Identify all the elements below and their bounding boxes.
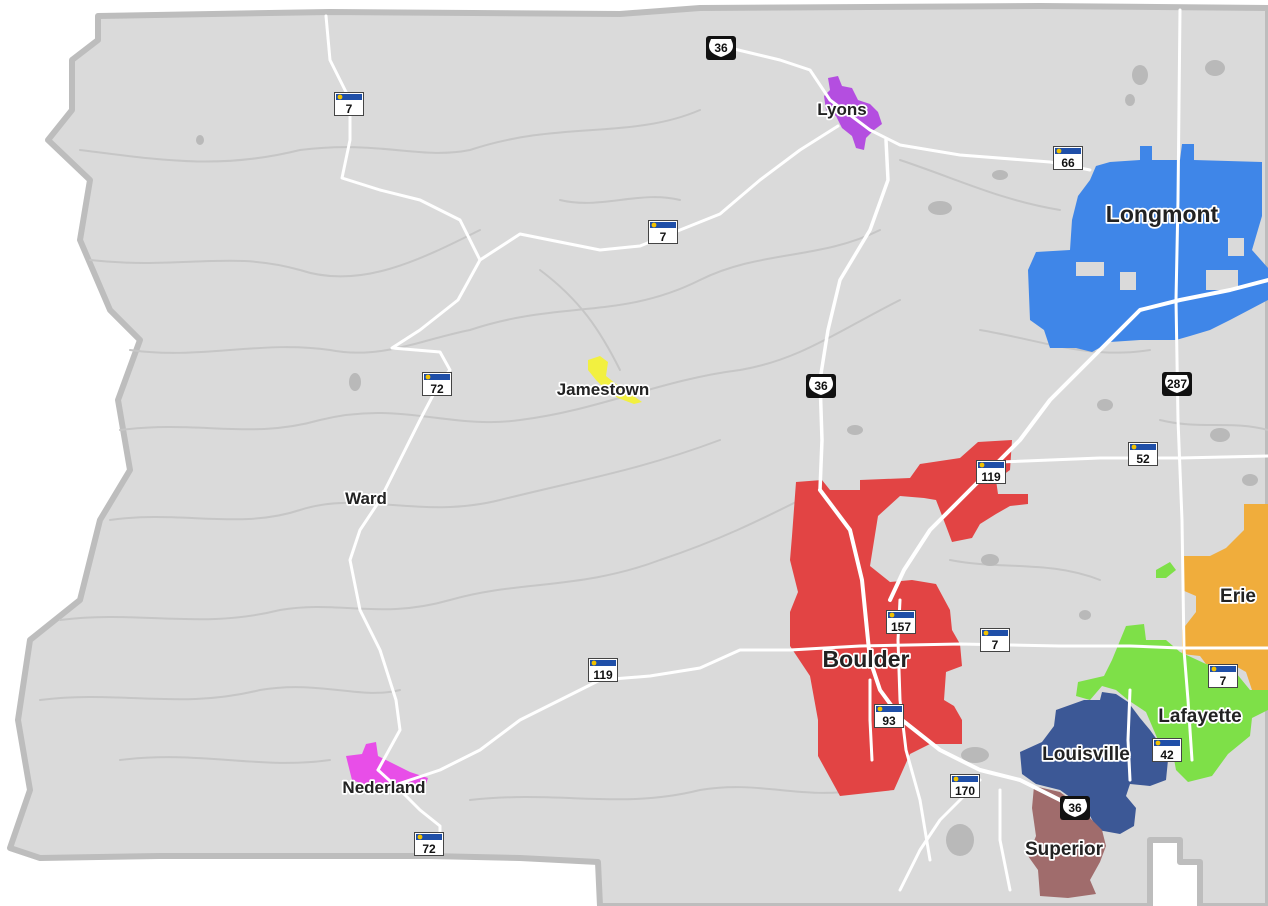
state-route-93-shield[interactable]: 93 bbox=[874, 704, 904, 729]
state-route-7-shield-east[interactable]: 7 bbox=[980, 628, 1010, 653]
lafayette-area bbox=[1076, 562, 1268, 782]
state-route-119-shield-longmont[interactable]: 119 bbox=[976, 460, 1006, 485]
route-shields: 36 7 7 66 72 36 287 52 bbox=[334, 36, 1238, 857]
county-boundary bbox=[7, 3, 1268, 906]
road-network bbox=[324, 8, 1268, 892]
svg-text:52: 52 bbox=[1136, 452, 1150, 466]
svg-text:36: 36 bbox=[814, 379, 828, 393]
us-route-36-shield-south[interactable]: 36 bbox=[1060, 796, 1090, 820]
town-label-nederland[interactable]: Nederland bbox=[341, 776, 428, 799]
svg-text:36: 36 bbox=[714, 41, 728, 55]
svg-text:7: 7 bbox=[660, 230, 667, 244]
lyons-area bbox=[824, 76, 882, 150]
svg-text:72: 72 bbox=[430, 382, 444, 396]
state-route-119-shield-canyon[interactable]: 119 bbox=[588, 658, 618, 683]
svg-text:287: 287 bbox=[1167, 377, 1187, 391]
svg-text:36: 36 bbox=[1068, 801, 1082, 815]
state-route-7-shield-west[interactable]: 7 bbox=[334, 92, 364, 117]
svg-text:7: 7 bbox=[1220, 674, 1227, 688]
erie-area bbox=[1182, 504, 1268, 690]
svg-text:157: 157 bbox=[891, 620, 911, 634]
state-route-72-shield-south[interactable]: 72 bbox=[414, 832, 444, 857]
town-label-lyons[interactable]: Lyons bbox=[816, 98, 869, 121]
state-route-170-shield[interactable]: 170 bbox=[950, 774, 980, 799]
svg-text:42: 42 bbox=[1160, 748, 1174, 762]
town-label-erie[interactable]: Erie bbox=[1218, 584, 1257, 609]
town-label-lafayette[interactable]: Lafayette bbox=[1157, 704, 1244, 729]
svg-text:170: 170 bbox=[955, 784, 975, 798]
state-route-52-shield[interactable]: 52 bbox=[1128, 442, 1158, 467]
state-route-42-shield[interactable]: 42 bbox=[1152, 738, 1182, 763]
svg-text:119: 119 bbox=[981, 470, 1001, 484]
town-label-ward[interactable]: Ward bbox=[343, 487, 388, 510]
superior-area bbox=[1028, 786, 1106, 898]
svg-text:7: 7 bbox=[346, 102, 353, 116]
town-label-jamestown[interactable]: Jamestown bbox=[555, 378, 651, 401]
louisville-area bbox=[1020, 692, 1168, 834]
state-route-157-shield[interactable]: 157 bbox=[886, 610, 916, 635]
us-route-36-shield-north[interactable]: 36 bbox=[706, 36, 736, 60]
svg-text:93: 93 bbox=[882, 714, 896, 728]
town-label-louisville[interactable]: Louisville bbox=[1040, 742, 1131, 767]
town-label-boulder[interactable]: Boulder bbox=[821, 644, 911, 674]
town-label-longmont[interactable]: Longmont bbox=[1104, 199, 1220, 229]
state-route-66-shield[interactable]: 66 bbox=[1053, 146, 1083, 171]
state-route-7-shield-mid[interactable]: 7 bbox=[648, 220, 678, 245]
longmont-area bbox=[1028, 144, 1268, 352]
svg-text:72: 72 bbox=[422, 842, 436, 856]
svg-text:7: 7 bbox=[992, 638, 999, 652]
town-labels: Lyons Longmont Jamestown Ward Boulder Er… bbox=[341, 98, 1258, 862]
state-route-72-shield-north[interactable]: 72 bbox=[422, 372, 452, 397]
longmont-holes bbox=[1076, 238, 1244, 290]
state-route-7-shield-far-east[interactable]: 7 bbox=[1208, 664, 1238, 689]
svg-text:119: 119 bbox=[593, 668, 613, 682]
jamestown-area bbox=[588, 356, 642, 404]
town-label-superior[interactable]: Superior bbox=[1023, 837, 1105, 862]
stream-network bbox=[39, 109, 1268, 801]
us-route-36-shield-mid[interactable]: 36 bbox=[806, 374, 836, 398]
svg-text:66: 66 bbox=[1061, 156, 1075, 170]
us-route-287-shield[interactable]: 287 bbox=[1162, 372, 1192, 396]
nederland-area bbox=[346, 742, 428, 790]
